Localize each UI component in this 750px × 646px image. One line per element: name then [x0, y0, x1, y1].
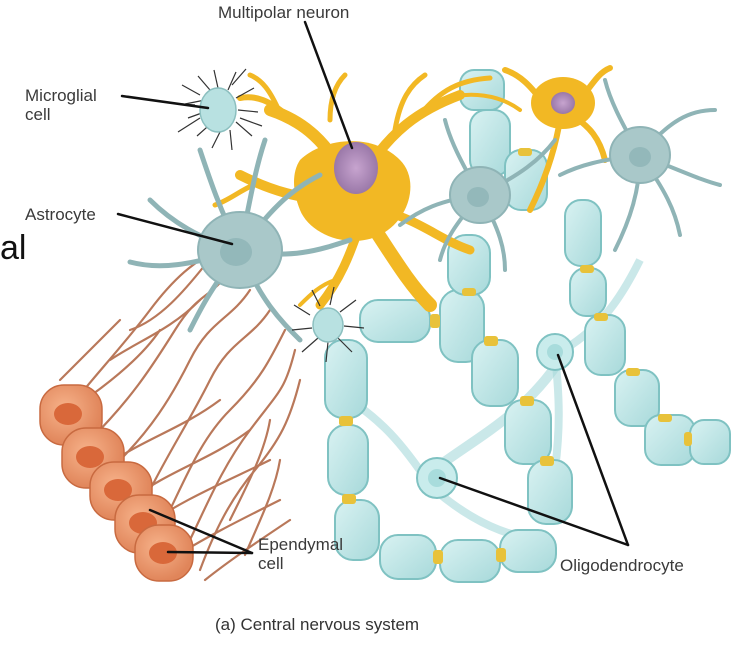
label-microglial-cell: Microglial cell: [25, 86, 97, 124]
leader-oligo-1: [438, 476, 630, 547]
astrocyte-main: [127, 137, 353, 343]
myelin-segment: [689, 419, 731, 465]
figure-caption: (a) Central nervous system: [215, 615, 420, 634]
leader-ependymal-2: [166, 550, 254, 555]
leader-oligo-2: [556, 353, 630, 547]
myelin-segment: [564, 199, 602, 267]
label-oligodendrocyte: Oligodendrocyte: [560, 556, 684, 575]
myelin-segment: [439, 539, 501, 583]
myelin-segment: [379, 534, 437, 580]
leader-ependymal-1: [148, 508, 254, 555]
myelin-segment: [504, 399, 552, 465]
myelin-segment: [584, 314, 626, 376]
microglial-cell-top: [169, 68, 263, 151]
second-neuron-nucleus: [551, 92, 575, 114]
nodes-of-ranvier: [339, 148, 692, 564]
microglial-cell-bottom: [291, 286, 365, 363]
leader-multipolar: [303, 20, 354, 150]
leader-microglial: [120, 94, 210, 110]
myelin-segment: [569, 267, 607, 317]
myelin-segment: [471, 339, 519, 407]
multipolar-neuron: [212, 65, 613, 312]
myelin-segment: [499, 529, 557, 573]
myelin-segment: [334, 499, 380, 561]
astrocyte-right: [558, 78, 722, 252]
myelin-segment: [324, 339, 368, 419]
astrocyte-upper: [398, 118, 557, 272]
myelin-segment: [459, 69, 505, 111]
myelin-network: [324, 69, 731, 583]
myelin-segment: [359, 299, 431, 343]
label-astrocyte: Astrocyte: [25, 205, 96, 224]
label-multipolar-neuron: Multipolar neuron: [218, 3, 350, 22]
oligodendrocyte-body: [536, 333, 574, 371]
leader-astrocyte: [116, 212, 234, 246]
oligodendrocyte-body: [416, 457, 458, 499]
cut-off-text: al: [0, 229, 27, 267]
leader-lines: [116, 20, 630, 555]
neuron-nucleus: [334, 142, 378, 194]
myelin-segment: [327, 424, 369, 496]
label-ependymal-cell: Ependymal cell: [258, 535, 344, 573]
myelin-segment: [527, 459, 573, 525]
